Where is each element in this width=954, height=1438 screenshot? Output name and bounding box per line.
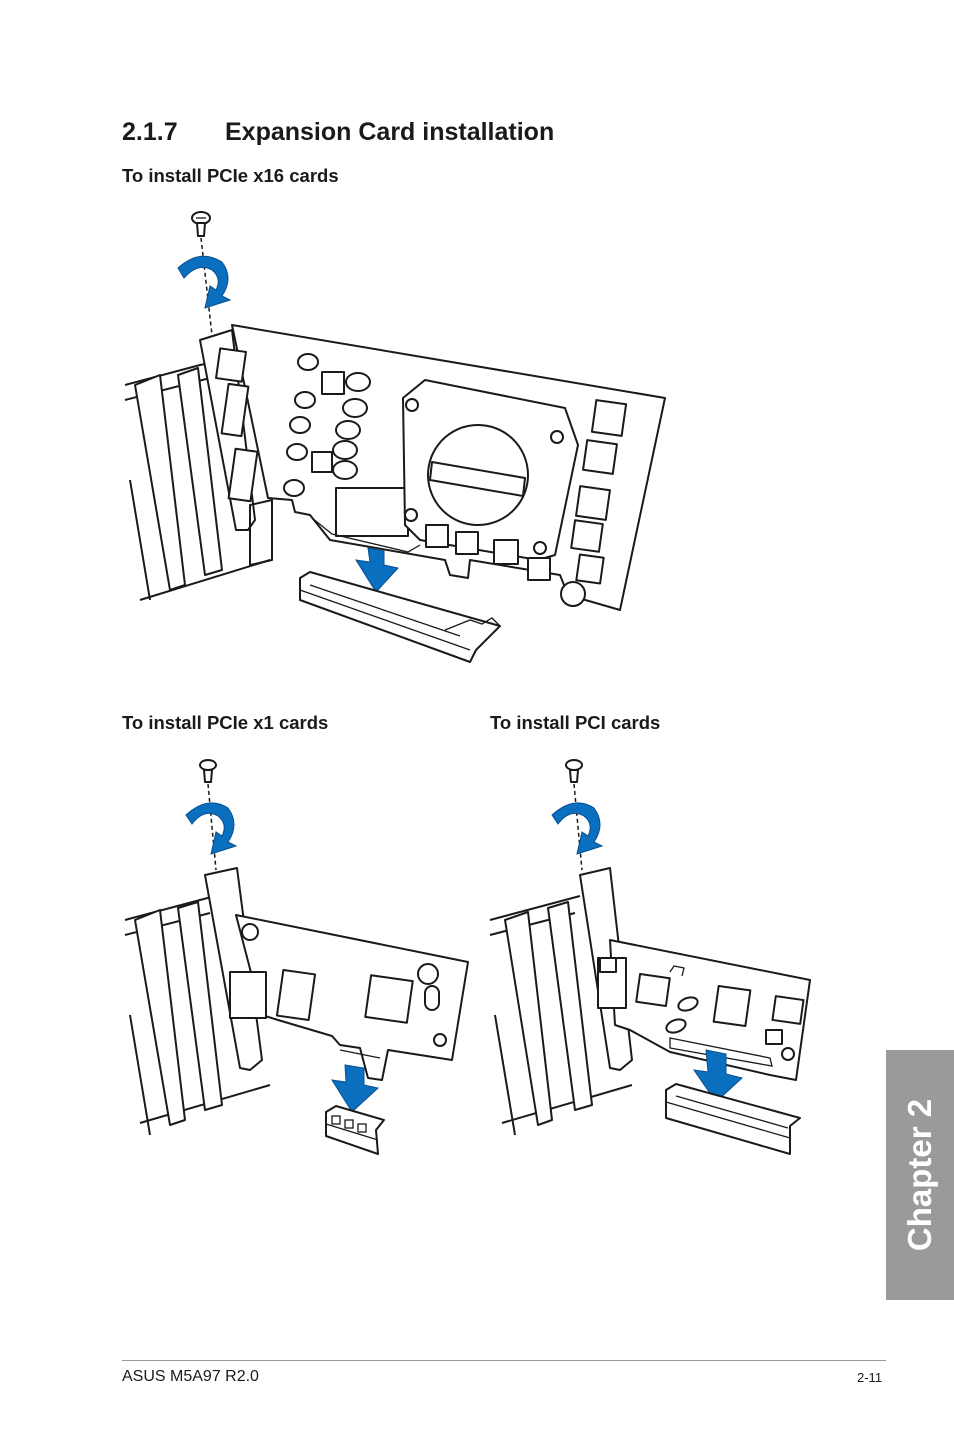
insert-arrow-icon — [331, 1064, 380, 1113]
chassis-slots — [124, 867, 271, 1136]
pci-slot — [665, 1083, 801, 1155]
pci-illustration — [489, 759, 811, 1155]
rotate-arrow-icon — [551, 802, 604, 855]
chapter-tab: Chapter 2 — [886, 1050, 954, 1300]
pcie-x16-slot — [299, 571, 501, 663]
pcie-x1-illustration — [124, 759, 469, 1155]
rotate-arrow-icon — [185, 802, 238, 855]
pcie-x1-card — [229, 914, 469, 1081]
rotate-arrow-icon — [177, 255, 232, 309]
screw-icon — [191, 211, 211, 237]
screw-icon — [565, 759, 583, 783]
insert-arrow-icon — [355, 547, 399, 593]
subheading-pci: To install PCI cards — [490, 712, 661, 733]
pcie-x1-slot — [325, 1105, 385, 1155]
pci-card — [597, 939, 811, 1081]
subheading-pcie-x1: To install PCIe x1 cards — [122, 712, 329, 733]
insert-arrow-icon — [692, 1049, 744, 1103]
section-title: Expansion Card installation — [225, 118, 555, 146]
chapter-tab-label: Chapter 2 — [901, 1098, 938, 1252]
screw-icon — [199, 759, 217, 783]
footer-divider — [122, 1360, 886, 1361]
section-number: 2.1.7 — [122, 118, 178, 146]
subheading-pcie-x16: To install PCIe x16 cards — [122, 165, 339, 186]
footer-product: ASUS M5A97 R2.0 — [122, 1368, 259, 1385]
footer-page-number: 2-11 — [857, 1370, 883, 1385]
graphics-card — [215, 324, 666, 611]
pcie-x16-illustration — [124, 211, 666, 663]
